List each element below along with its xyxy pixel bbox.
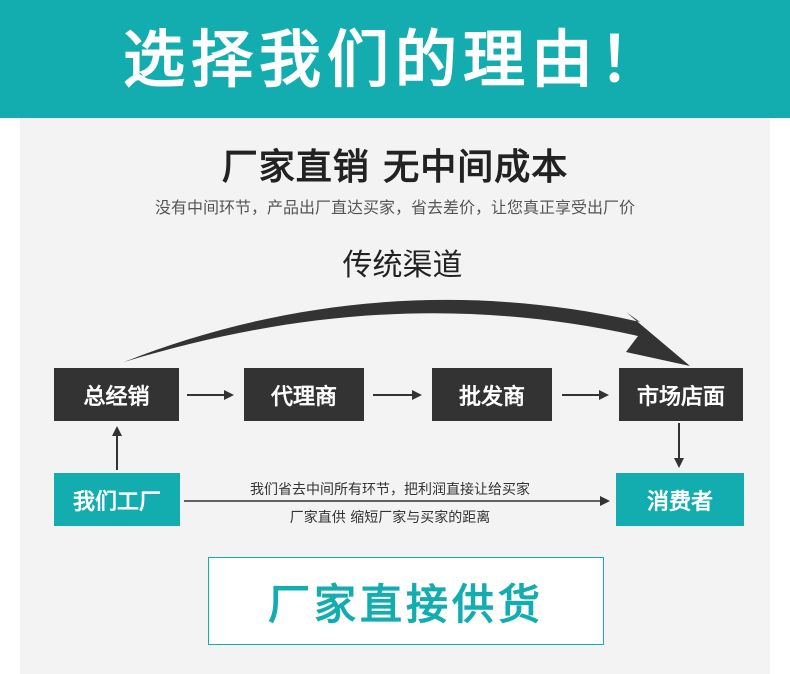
subline: 没有中间环节，产品出厂直达买家，省去差价，让您真正享受出厂价 [154,198,635,217]
direct-supply-box: 厂家直接供货 [208,557,604,645]
consumer-box: 消费者 [616,473,744,526]
traditional-channel-arrow [124,299,690,366]
direct-note-line1: 我们省去中间所有环节，把利润直接让给买家 [250,482,530,498]
direct-supply-text: 厂家直接供货 [267,579,544,629]
wholesaler-box: 批发商 [432,368,552,421]
agent-box: 代理商 [244,368,364,421]
general-distributor-box: 总经销 [54,368,179,421]
factory-box: 我们工厂 [54,473,180,526]
banner-title: 选择我们的理由！ [122,23,667,96]
traditional-channel-label: 传统渠道 [342,248,463,283]
direct-note-line2: 厂家直供 缩短厂家与买家的距离 [289,510,491,526]
header-banner: 选择我们的理由！ [0,0,790,118]
store-box: 市场店面 [619,368,743,421]
headline: 厂家直销 无中间成本 [221,147,569,188]
